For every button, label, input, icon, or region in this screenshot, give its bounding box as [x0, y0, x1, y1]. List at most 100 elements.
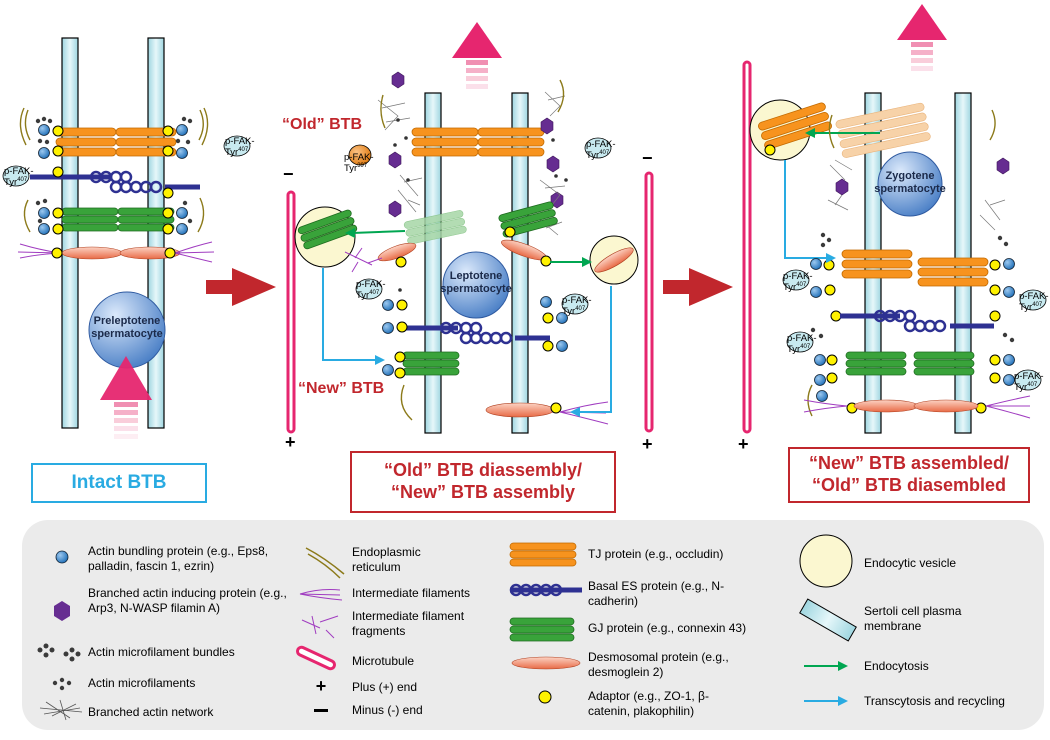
zygotene-label: Zygotene spermatocyte	[870, 170, 950, 195]
leptotene-spermatocyte	[442, 251, 510, 319]
panel-transition	[286, 22, 733, 434]
legend-desmosomal: Desmosomal protein (e.g., desmoglein 2)	[588, 650, 729, 679]
legend-plus-end: Plus (+) end	[352, 680, 418, 694]
panel-intact	[2, 37, 276, 439]
assembled-label-line1: “New” BTB assembled/	[808, 453, 1010, 474]
legend-microfilaments: Actin microfilaments	[88, 676, 196, 690]
actin-bundling-protein	[38, 124, 188, 235]
movement-arrow-icon	[452, 22, 502, 89]
gj-protein	[297, 209, 358, 250]
basal-es-protein	[405, 321, 550, 345]
leptotene-line2: spermatocyte	[440, 282, 512, 295]
transition-btb-label: “Old” BTB diassembly/ “New” BTB assembly	[350, 451, 616, 513]
preleptotene-line1: Preleptotene	[93, 315, 161, 327]
legend-gj: GJ protein (e.g., connexin 43)	[588, 621, 747, 635]
preleptotene-label: Preleptotene spermatocyte	[85, 315, 169, 340]
gj-protein	[402, 351, 460, 376]
transcytosis-arrowhead-icon	[375, 355, 385, 365]
plus-end-marker: +	[285, 432, 296, 452]
gj-protein	[498, 201, 558, 238]
actin-microfilament-bundles	[810, 232, 1015, 343]
basal-es-protein	[30, 170, 200, 194]
legend-sertoli-membrane: Sertoli cell plasma membrane	[864, 604, 962, 633]
zygotene-spermatocyte	[877, 151, 943, 217]
tj-protein-faded	[835, 102, 931, 158]
zygotene-line1: Zygotene	[885, 170, 935, 182]
desmosomal-protein	[594, 247, 634, 273]
actin-bundling-protein	[382, 296, 568, 376]
legend-actin-bundling: Actin bundling protein (e.g., Eps8, pall…	[88, 544, 269, 573]
pfak-label: p-FAK-Tyr407	[783, 271, 813, 294]
actin-microfilaments	[393, 118, 568, 292]
leptotene-line1: Leptotene	[449, 270, 503, 282]
legend-intermediate-filaments: Intermediate filaments	[352, 586, 471, 600]
adaptor	[394, 226, 562, 414]
legend-basal-es: Basal ES protein (e.g., N-cadherin)	[588, 579, 725, 608]
plus-end-marker: +	[738, 434, 749, 454]
preleptotene-line2: spermatocyte	[91, 327, 163, 340]
pfak-label: p-FAK-Tyr407	[562, 295, 592, 318]
pfak-label: p-FAK-Tyr407	[4, 166, 34, 189]
intermediate-filaments	[803, 395, 1031, 419]
branched-actin-network	[827, 159, 1006, 231]
transcytosis-arrowhead-icon	[826, 253, 836, 263]
movement-arrow-icon	[100, 356, 152, 439]
legend-if-fragments: Intermediate filament fragments	[352, 609, 465, 638]
minus-end-marker: −	[642, 148, 653, 168]
legend-microfilament-bundles: Actin microfilament bundles	[88, 645, 235, 659]
legend-minus-end: Minus (-) end	[352, 703, 423, 717]
transcytosis-arrow-icon	[784, 160, 828, 259]
intermediate-filament-fragments	[344, 247, 609, 425]
legend-transcytosis: Transcytosis and recycling	[864, 694, 1005, 708]
assembled-label-line2: “Old” BTB diasembled	[811, 475, 1007, 495]
old-btb-label: “Old” BTB	[282, 116, 362, 133]
new-btb-label: “New” BTB	[298, 380, 385, 397]
legend-er: Endoplasmic reticulum	[352, 545, 421, 574]
intact-btb-label: Intact BTB	[31, 463, 207, 503]
pfak-icon	[348, 137, 612, 315]
branched-actin-inducing-protein	[835, 157, 1010, 196]
actin-bundling-protein	[810, 258, 1015, 402]
endoplasmic-reticulum	[380, 79, 565, 421]
legend-branched-actin-inducing: Branched actin inducing protein (e.g., A…	[88, 586, 287, 615]
legend-adaptor: Adaptor (e.g., ZO-1, β-catenin, plakophi…	[588, 689, 709, 718]
actin-microfilament-bundles	[35, 116, 193, 224]
desmosomal-protein	[485, 402, 555, 418]
desmosomal-protein	[853, 399, 979, 413]
intact-btb-text: Intact BTB	[71, 471, 167, 493]
sertoli-membrane	[424, 92, 442, 434]
assembled-btb-label: “New” BTB assembled/ “Old” BTB diasemble…	[788, 447, 1030, 503]
minus-end-marker: −	[283, 164, 294, 184]
legend-microtubule: Microtubule	[352, 654, 415, 668]
transition-label-line2: “New” BTB assembly	[390, 482, 576, 502]
pfak-label: p-FAK-Tyr407	[356, 279, 386, 302]
legend-branched-network: Branched actin network	[88, 705, 214, 719]
leptotene-label: Leptotene spermatocyte	[437, 270, 515, 295]
pfak-label: p-FAK-Tyr407	[225, 136, 255, 159]
pfak-icon	[2, 135, 251, 187]
pfak-label: p-FAK-Tyr407	[1014, 371, 1044, 394]
zygotene-line2: spermatocyte	[874, 182, 946, 195]
pfak-icon	[782, 269, 1047, 391]
transition-label-line1: “Old” BTB diassembly/	[383, 460, 583, 481]
desmosomal-protein	[61, 246, 181, 260]
pfak-label: p-FAK-Tyr407	[586, 139, 616, 162]
plus-end-marker: +	[642, 434, 653, 454]
transcytosis-arrow-icon	[322, 268, 612, 413]
endocytosis-arrow-icon	[805, 128, 880, 138]
transition-arrow-icon	[206, 268, 276, 306]
pfak397-label: p-FAK-Tyr397	[344, 152, 374, 175]
branched-actin-inducing-protein	[388, 71, 564, 218]
gj-protein	[845, 351, 975, 376]
endocytosis-arrow-icon	[345, 228, 592, 267]
transcytosis-arrowhead-icon	[570, 407, 580, 417]
legend-endocytosis: Endocytosis	[864, 659, 929, 673]
basal-es-protein	[840, 309, 994, 333]
gj-protein-faded	[403, 210, 467, 245]
pfak-label: p-FAK-Tyr407	[787, 333, 817, 356]
microtubule	[742, 60, 752, 434]
sertoli-membrane	[61, 37, 79, 429]
endoplasmic-reticulum	[19, 107, 209, 233]
gj-protein	[61, 207, 175, 232]
